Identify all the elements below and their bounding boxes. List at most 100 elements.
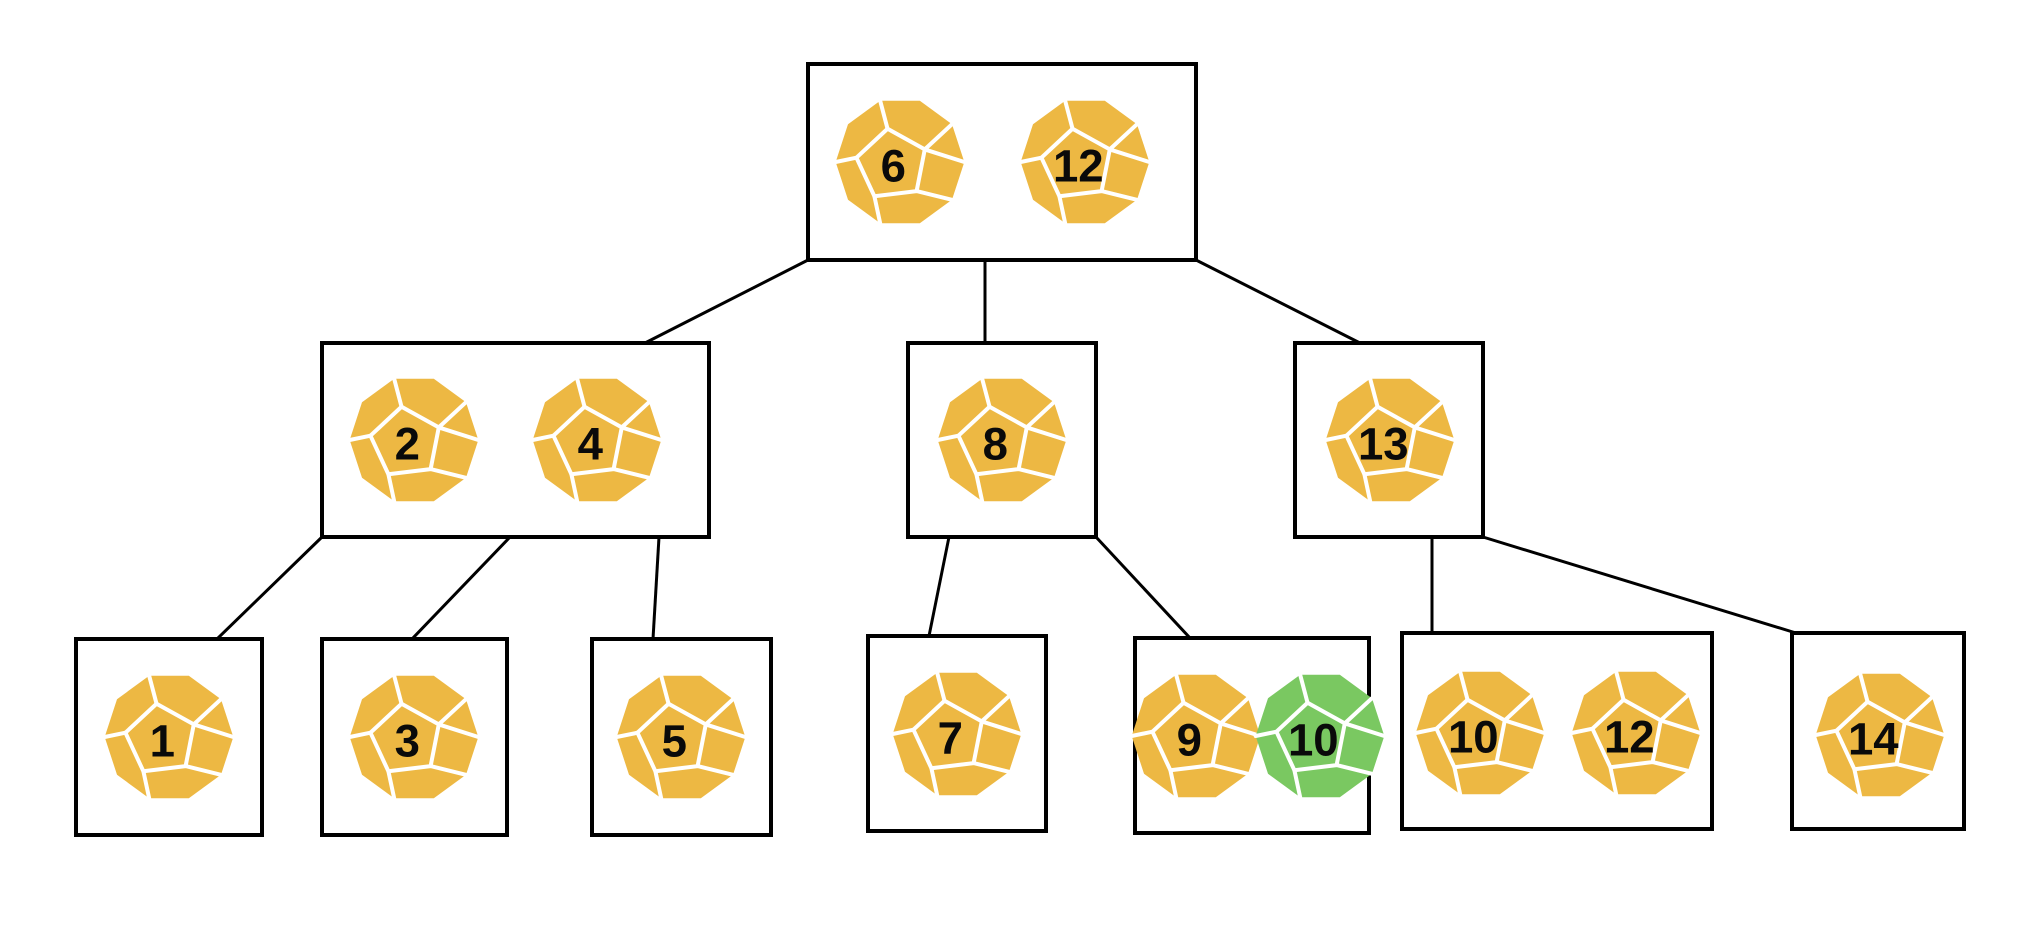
gem-facet-line xyxy=(530,433,556,443)
gem-facet-line xyxy=(1650,760,1691,773)
gem-facet-line xyxy=(1129,729,1155,739)
gem-facet-line xyxy=(141,769,152,801)
gem-facet-line xyxy=(1063,98,1075,131)
tree-edge-node-6-12-node-2-4 xyxy=(644,258,809,345)
d12-gem-icon-1: 1 xyxy=(102,673,236,801)
gem-facet-line xyxy=(914,189,955,202)
d12-gem-icon-6: 6 xyxy=(833,98,967,226)
gem-facet-line xyxy=(1107,147,1152,165)
gem-value-label: 14 xyxy=(1848,714,1899,765)
gem-value-label: 10 xyxy=(1448,712,1499,763)
gem-facet-line xyxy=(619,425,664,443)
gem-facet-line xyxy=(971,761,1012,774)
gem-facet-line xyxy=(1458,669,1470,702)
gem-facet-line xyxy=(1292,768,1303,800)
gem-front-face xyxy=(1590,697,1663,770)
gem-facet-line xyxy=(1018,155,1044,165)
gem-front-face xyxy=(911,698,984,771)
d12-gem-icon-12: 12 xyxy=(1018,98,1152,226)
gem-value-label: 7 xyxy=(938,713,963,764)
gem-value-label: 12 xyxy=(1053,141,1104,192)
gem-facet-line xyxy=(1813,728,1839,738)
gem-facet-line xyxy=(1412,425,1457,443)
gem-facet-line xyxy=(1502,693,1535,723)
gem-facet-line xyxy=(1323,433,1349,443)
tree-edge-node-6-12-node-13 xyxy=(1195,258,1361,345)
gem-facet-line xyxy=(1658,718,1703,736)
d12-gem-icon-4: 4 xyxy=(530,376,664,504)
d12-gem-icon-5: 5 xyxy=(614,673,748,801)
gem-value-label: 2 xyxy=(395,419,420,470)
gem-facet-line xyxy=(703,697,736,727)
gem-facet-line xyxy=(1024,400,1057,430)
gem-facet-line xyxy=(1218,696,1251,726)
gem-facet-line xyxy=(1858,671,1870,704)
gem-facet-line xyxy=(890,727,916,737)
gem-facet-line xyxy=(392,376,404,409)
gem-facet-line xyxy=(1016,467,1057,480)
gem-front-face xyxy=(123,701,196,774)
gem-front-face xyxy=(1834,699,1907,772)
tree-edge-node-2-4-node-5 xyxy=(651,536,661,640)
gem-facet-line xyxy=(428,467,469,480)
d12-gem-icon-9: 9 xyxy=(1129,672,1263,800)
gem-front-face xyxy=(368,701,441,774)
gem-facet-line xyxy=(436,425,481,443)
gem-facet-line xyxy=(1174,672,1186,705)
gem-facet-line xyxy=(147,673,159,706)
d12-gem-icon-10: 10 xyxy=(1413,669,1547,797)
gem-facet-line xyxy=(614,730,640,740)
d12-gem-icon-3: 3 xyxy=(347,673,481,801)
gem-facet-line xyxy=(1452,765,1463,797)
d12-gem-icon-14: 14 xyxy=(1813,671,1947,799)
gem-value-label: 4 xyxy=(578,419,604,470)
gem-facet-line xyxy=(1368,376,1380,409)
gem-facet-line xyxy=(1902,695,1935,725)
gem-facet-line xyxy=(1342,696,1375,726)
gem-facet-line xyxy=(872,194,883,226)
gem-facet-line xyxy=(980,376,992,409)
gem-value-label: 3 xyxy=(395,716,420,767)
gem-value-label: 12 xyxy=(1604,712,1655,763)
gem-facet-line xyxy=(703,722,748,740)
gem-facet-line xyxy=(1894,762,1935,775)
gem-facet-line xyxy=(183,764,224,777)
gem-front-face xyxy=(1434,697,1507,770)
gem-facet-line xyxy=(569,472,580,504)
gem-facet-line xyxy=(1608,765,1619,797)
gem-front-face xyxy=(1039,126,1112,199)
gem-facet-line xyxy=(833,155,859,165)
gem-facet-line xyxy=(1334,763,1375,776)
gem-facet-line xyxy=(1902,720,1947,738)
gem-facet-line xyxy=(935,670,947,703)
gem-facet-line xyxy=(935,433,961,443)
gem-facet-line xyxy=(922,147,967,165)
gem-facet-line xyxy=(611,467,652,480)
gem-facet-line xyxy=(1107,122,1140,152)
d12-gem-icon-10-highlight: 10 xyxy=(1253,672,1387,800)
gem-facet-line xyxy=(1168,768,1179,800)
gem-facet-line xyxy=(386,472,397,504)
gem-facet-line xyxy=(619,400,652,430)
gem-value-label: 5 xyxy=(662,716,687,767)
gem-value-label: 13 xyxy=(1358,419,1409,470)
tree-edge-node-13-node-14 xyxy=(1482,535,1797,635)
tree-edge-node-2-4-node-1 xyxy=(215,535,324,641)
gem-facet-line xyxy=(1502,718,1547,736)
gem-facet-line xyxy=(436,722,481,740)
gem-facet-line xyxy=(1413,726,1439,736)
gem-facet-line xyxy=(428,764,469,777)
d12-gem-icon-2: 2 xyxy=(347,376,481,504)
tree-edge-node-8-node-7 xyxy=(927,536,951,637)
gem-facet-line xyxy=(102,730,128,740)
gem-facet-line xyxy=(1494,760,1535,773)
gem-facet-line xyxy=(653,769,664,801)
gem-front-face xyxy=(551,404,624,477)
gem-facet-line xyxy=(1658,693,1691,723)
gem-facet-line xyxy=(979,694,1012,724)
gem-facet-line xyxy=(878,98,890,131)
gem-facet-line xyxy=(347,433,373,443)
gem-facet-line xyxy=(1298,672,1310,705)
gem-value-label: 1 xyxy=(150,716,175,767)
